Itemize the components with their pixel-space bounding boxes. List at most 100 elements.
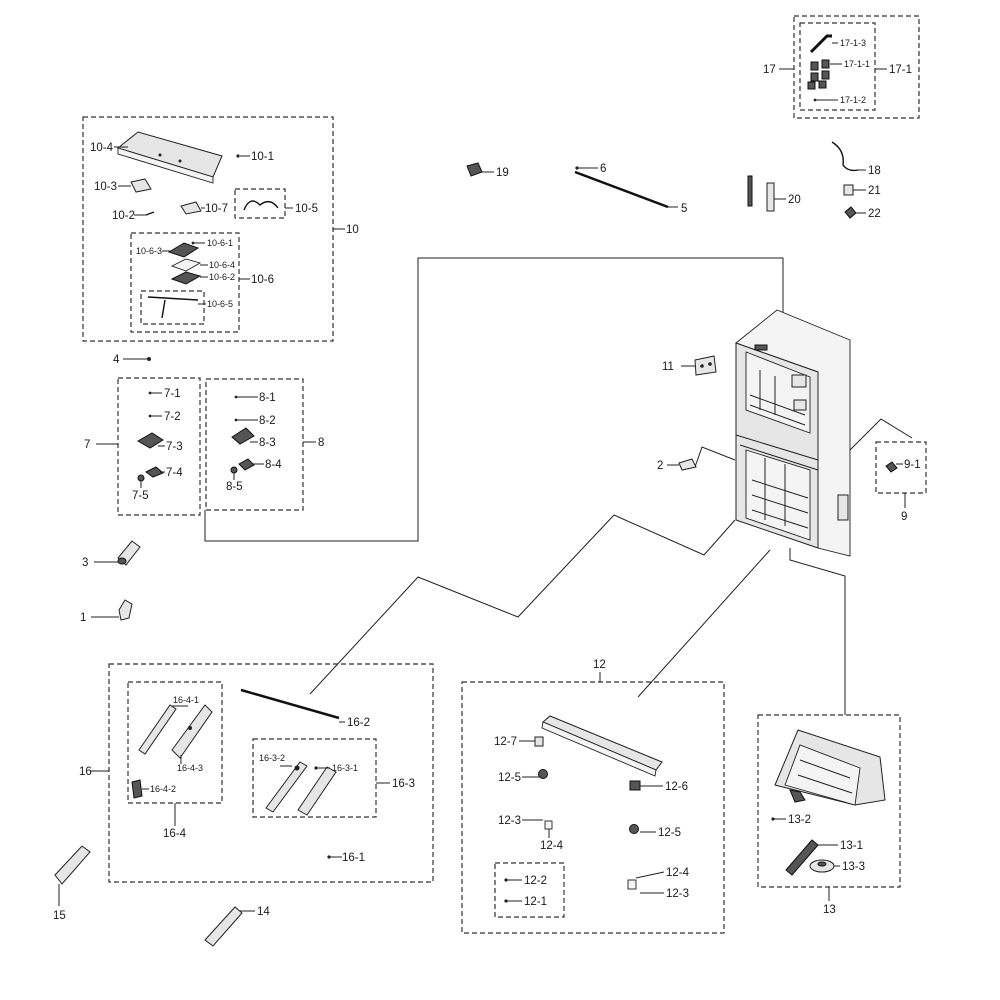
label-7-2: 7-2 — [164, 411, 181, 423]
label-7-4: 7-4 — [166, 467, 183, 479]
label-6: 6 — [600, 163, 606, 175]
label-10-4: 10-4 — [90, 142, 114, 154]
part-8-3-bracket-icon — [231, 427, 255, 445]
part-8-4-bracket-icon — [238, 458, 255, 471]
connector-line-16-to-fridge — [309, 514, 736, 695]
label-13: 13 — [823, 904, 836, 916]
group-box-10-6 — [130, 232, 240, 333]
label-10-2: 10-2 — [112, 210, 135, 222]
label-10-6-1: 10-6-1 — [207, 238, 233, 248]
part-12-7-clip-icon — [534, 736, 544, 747]
part-20-strip-icon — [747, 175, 775, 212]
part-12-cover-icon — [541, 715, 663, 777]
label-5: 5 — [681, 203, 687, 215]
label-16-2: 16-2 — [347, 717, 370, 729]
label-10-6-4: 10-6-4 — [209, 260, 235, 270]
label-7-1: 7-1 — [164, 388, 181, 400]
part-15-strip-icon — [54, 845, 91, 885]
label-18: 18 — [868, 165, 881, 177]
part-16-2-rod-icon — [240, 688, 340, 720]
part-2-hinge-icon — [678, 458, 697, 471]
label-16: 16 — [79, 766, 92, 778]
label-10-5: 10-5 — [295, 203, 318, 215]
label-8-2: 8-2 — [259, 415, 276, 427]
group-box-12-sub — [494, 862, 565, 918]
part-1-bracket-icon — [118, 599, 133, 621]
part-8-5-screw-icon — [230, 466, 238, 474]
label-16-4-2: 16-4-2 — [150, 784, 176, 794]
label-12-7: 12-7 — [494, 736, 517, 748]
label-14: 14 — [257, 906, 270, 918]
label-2: 2 — [657, 460, 663, 472]
group-box-12 — [461, 681, 725, 934]
part-7-3-bracket-icon — [137, 432, 164, 449]
label-21: 21 — [868, 185, 881, 197]
label-12-2: 12-2 — [524, 875, 547, 887]
label-8-4: 8-4 — [265, 459, 282, 471]
label-22: 22 — [868, 208, 881, 220]
group-box-8 — [205, 378, 304, 511]
group-box-10-5 — [234, 188, 286, 219]
part-12-5b-knob-icon — [629, 824, 639, 834]
connector-line-13-to-fridge — [789, 548, 846, 715]
group-box-17-1 — [799, 22, 876, 111]
label-10-1: 10-1 — [251, 151, 274, 163]
part-3-cartridge-icon — [117, 540, 141, 566]
label-8-3: 8-3 — [259, 437, 276, 449]
part-12-6-clip-icon — [629, 780, 641, 791]
label-4: 4 — [113, 354, 120, 366]
label-10-6-5: 10-6-5 — [207, 299, 233, 309]
label-16-3-2: 16-3-2 — [259, 753, 285, 763]
label-12-1: 12-1 — [524, 896, 547, 908]
label-16-4-3: 16-4-3 — [177, 763, 203, 773]
label-12-5a: 12-5 — [498, 772, 521, 784]
part-10-3-bracket-icon — [130, 178, 152, 193]
part-10-5-cable-icon — [243, 200, 279, 211]
connector-line-12-to-fridge — [637, 549, 771, 698]
part-9-1-screw-icon — [885, 461, 898, 473]
label-19: 19 — [496, 167, 509, 179]
part-22-screw-icon — [844, 206, 857, 219]
part-10-7-bracket-icon — [180, 201, 202, 215]
label-10-6: 10-6 — [251, 274, 274, 286]
part-14-strip-icon — [204, 906, 243, 947]
refrigerator-cabinet-icon — [735, 309, 851, 557]
part-21-connector-icon — [843, 184, 854, 196]
group-box-16 — [108, 663, 434, 883]
connector-line-8-to-fridge — [204, 257, 784, 542]
part-10-4-bracket-icon — [116, 131, 223, 184]
label-12-4a: 12-4 — [540, 840, 564, 852]
label-16-4: 16-4 — [163, 828, 187, 840]
part-12-4b-cap-icon — [627, 879, 637, 890]
label-16-3-1: 16-3-1 — [332, 763, 358, 773]
label-9-1: 9-1 — [904, 459, 921, 471]
label-17-1-2: 17-1-2 — [840, 95, 866, 105]
label-17: 17 — [763, 64, 776, 76]
label-11: 11 — [662, 361, 674, 373]
part-11-hinge-icon — [694, 355, 717, 376]
label-13-3: 13-3 — [842, 861, 865, 873]
label-13-1: 13-1 — [840, 840, 863, 852]
label-20: 20 — [788, 194, 801, 206]
part-10-6-5-cable-icon — [147, 296, 199, 319]
label-7-5: 7-5 — [132, 490, 149, 502]
part-16-4-strip-icon — [138, 704, 213, 759]
label-8-5: 8-5 — [226, 481, 243, 493]
part-12-4-cap-icon — [544, 820, 553, 830]
label-12-3a: 12-3 — [498, 815, 521, 827]
label-12-5b: 12-5 — [658, 827, 681, 839]
label-9: 9 — [901, 511, 907, 523]
label-10: 10 — [346, 224, 359, 236]
part-10-2-screw-icon — [145, 211, 155, 216]
label-7-3: 7-3 — [166, 441, 183, 453]
group-box-16-4 — [127, 681, 223, 804]
group-box-10-6-5 — [140, 290, 205, 325]
label-12: 12 — [593, 659, 606, 671]
part-16-3-strip-icon — [265, 761, 337, 816]
part-7-4-bracket-icon — [145, 466, 164, 478]
part-18-cable-icon — [831, 141, 859, 172]
label-10-7: 10-7 — [205, 203, 228, 215]
group-box-9 — [875, 441, 927, 494]
part-16-4-2-clip-icon — [131, 779, 143, 799]
part-7-5-screw-icon — [137, 474, 145, 482]
